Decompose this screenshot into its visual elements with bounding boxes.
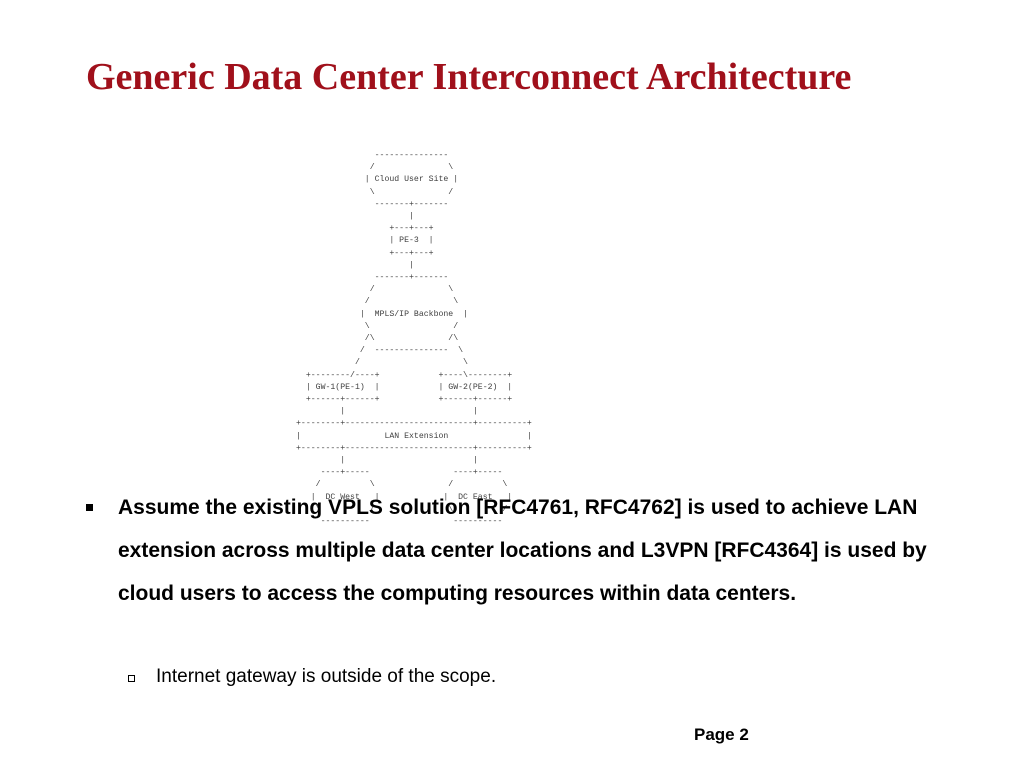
square-bullet-icon bbox=[86, 504, 93, 511]
hollow-square-bullet-icon bbox=[128, 675, 135, 682]
slide-title: Generic Data Center Interconnect Archite… bbox=[86, 56, 852, 98]
architecture-diagram: --------------- / \ | Cloud User Site | … bbox=[296, 151, 532, 527]
sub-bullet-text: Internet gateway is outside of the scope… bbox=[156, 666, 497, 687]
page-number: Page 2 bbox=[694, 725, 749, 744]
bullet-text: Assume the existing VPLS solution [RFC47… bbox=[118, 496, 927, 605]
